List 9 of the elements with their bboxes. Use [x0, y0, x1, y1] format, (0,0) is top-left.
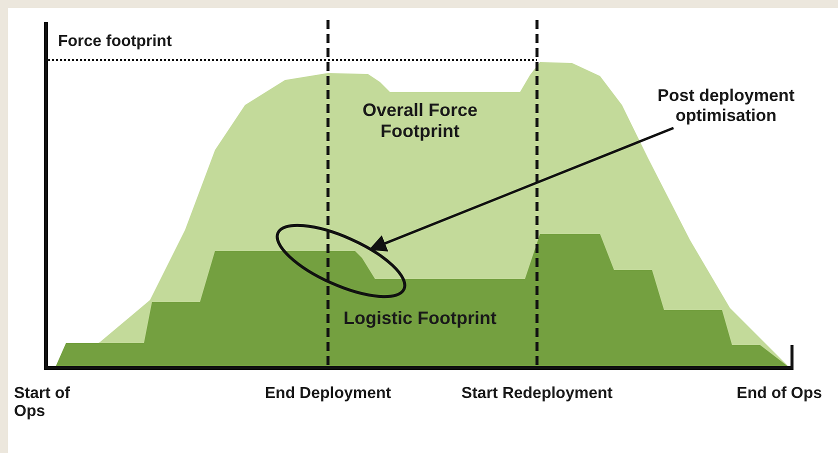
- annotation-text: Post deployment optimisation: [640, 86, 812, 128]
- arrow: [368, 126, 674, 252]
- axis-title: Force footprint: [58, 33, 173, 52]
- timeline-label: End of Ops: [736, 385, 822, 404]
- area-label: Overall Force Footprint: [361, 100, 479, 142]
- area-label: Logistic Footprint: [342, 308, 498, 329]
- timeline-label: Start of Ops: [14, 385, 71, 422]
- timeline-label: Start Redeployment: [460, 385, 614, 404]
- timeline-label: End Deployment: [264, 385, 392, 404]
